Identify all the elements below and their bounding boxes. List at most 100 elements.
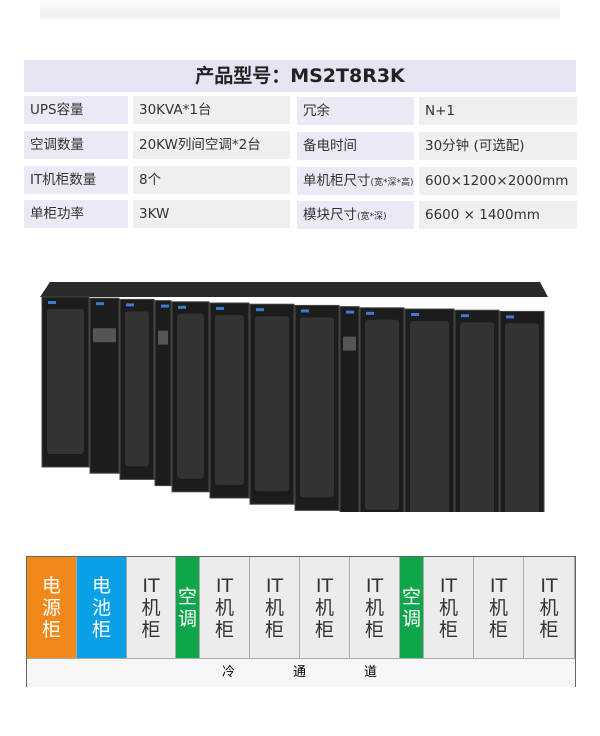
- cabinet: [154, 300, 172, 487]
- unit-char: IT: [439, 574, 458, 597]
- unit-char: 调: [401, 607, 421, 630]
- unit-char: 机: [214, 596, 234, 619]
- spec-label: IT机柜数量: [24, 166, 128, 194]
- spec-label: 空调数量: [24, 131, 128, 159]
- unit-char: 池: [91, 596, 111, 619]
- unit-char: IT: [265, 574, 284, 597]
- cabinet-door-mesh: [300, 317, 334, 498]
- ac-panel: [158, 330, 168, 345]
- unit-char: 源: [41, 596, 61, 619]
- unit-char: 柜: [539, 618, 559, 641]
- layout-unit: 空调: [400, 557, 424, 658]
- layout-unit: 空调: [176, 557, 200, 658]
- spec-label: UPS容量: [24, 96, 128, 124]
- unit-char: 电: [91, 574, 111, 597]
- cabinet-door-mesh: [255, 316, 289, 492]
- ac-panel: [343, 336, 356, 351]
- spec-value: N+1: [419, 97, 577, 125]
- cabinet-door-mesh: [365, 319, 399, 510]
- spec-label: 单机柜尺寸(宽*深*高): [297, 167, 414, 195]
- layout-unit: 电池柜: [77, 557, 127, 658]
- ac-panel: [93, 328, 116, 343]
- unit-char: 机: [488, 596, 508, 619]
- spec-label-text: 单机柜尺寸: [303, 173, 371, 189]
- layout-unit: 电源柜: [27, 557, 77, 658]
- top-shadow: [40, 0, 560, 22]
- unit-char: 柜: [364, 618, 384, 641]
- aisle-char: 通: [293, 665, 307, 680]
- spec-label-text: 备电时间: [303, 138, 357, 154]
- unit-char: IT: [540, 574, 558, 597]
- logo-mark: [48, 301, 56, 304]
- logo-mark: [178, 305, 186, 309]
- cold-aisle: 冷 通 道: [27, 658, 575, 687]
- spec-label: 冗余: [297, 97, 414, 125]
- unit-char: IT: [142, 574, 160, 597]
- unit-char: 机: [364, 596, 384, 619]
- logo-mark: [301, 309, 309, 313]
- unit-char: IT: [365, 574, 384, 597]
- spec-value: 8个: [133, 166, 290, 194]
- cabinet: [89, 297, 120, 474]
- aisle-char: 道: [364, 665, 378, 680]
- spec-label: 单柜功率: [24, 200, 128, 228]
- micro-module-cabinet-image: [40, 282, 548, 512]
- spec-label: 备电时间: [297, 132, 414, 160]
- unit-char: 柜: [264, 618, 284, 641]
- spec-value: 600×1200×2000mm: [419, 167, 577, 195]
- logo-mark: [411, 313, 419, 316]
- unit-char: 机: [314, 596, 334, 619]
- unit-char: 柜: [314, 618, 334, 641]
- logo-mark: [366, 311, 374, 315]
- logo-mark: [346, 310, 354, 314]
- logo-mark: [461, 314, 469, 318]
- unit-char: 机: [141, 596, 161, 619]
- spec-label-note: (宽*深*高): [370, 178, 414, 188]
- spec-value: 30分钟 (可选配): [419, 132, 577, 160]
- unit-char: IT: [215, 574, 234, 597]
- cabinet-door-mesh: [47, 309, 84, 454]
- unit-char: 机: [264, 596, 284, 619]
- unit-char: 机: [438, 596, 458, 619]
- cabinet-door-mesh: [177, 313, 204, 479]
- logo-mark: [126, 303, 134, 307]
- unit-char: 柜: [91, 618, 111, 641]
- cabinet: [339, 306, 360, 512]
- unit-char: 空: [401, 585, 421, 608]
- unit-char: 空: [177, 585, 197, 608]
- unit-char: IT: [489, 574, 508, 597]
- logo-mark: [161, 304, 169, 308]
- unit-char: 机: [539, 596, 559, 619]
- spec-label-note: (宽*深): [357, 212, 387, 222]
- cabinet-door-mesh: [215, 315, 244, 485]
- spec-label-text: 冗余: [303, 103, 330, 119]
- logo-mark: [256, 308, 264, 312]
- cabinet-door-mesh: [460, 322, 494, 512]
- logo-mark: [506, 315, 514, 319]
- spec-label: 模块尺寸(宽*深): [297, 201, 414, 229]
- aisle-char: 冷: [222, 665, 236, 680]
- unit-char: 柜: [141, 618, 161, 641]
- unit-char: 柜: [488, 618, 508, 641]
- cabinet-door-mesh: [125, 311, 149, 467]
- logo-mark: [96, 302, 104, 306]
- unit-char: 调: [177, 607, 197, 630]
- spec-value: 3KW: [133, 200, 290, 228]
- cabinet-door-mesh: [505, 323, 539, 512]
- logo-mark: [216, 307, 224, 310]
- spec-value: 30KVA*1台: [133, 96, 290, 124]
- product-model-title: 产品型号：MS2T8R3K: [24, 60, 576, 92]
- spec-value: 20KW列间空调*2台: [133, 131, 290, 159]
- unit-char: 柜: [214, 618, 234, 641]
- spec-value: 6600 × 1400mm: [419, 201, 577, 229]
- unit-char: 柜: [438, 618, 458, 641]
